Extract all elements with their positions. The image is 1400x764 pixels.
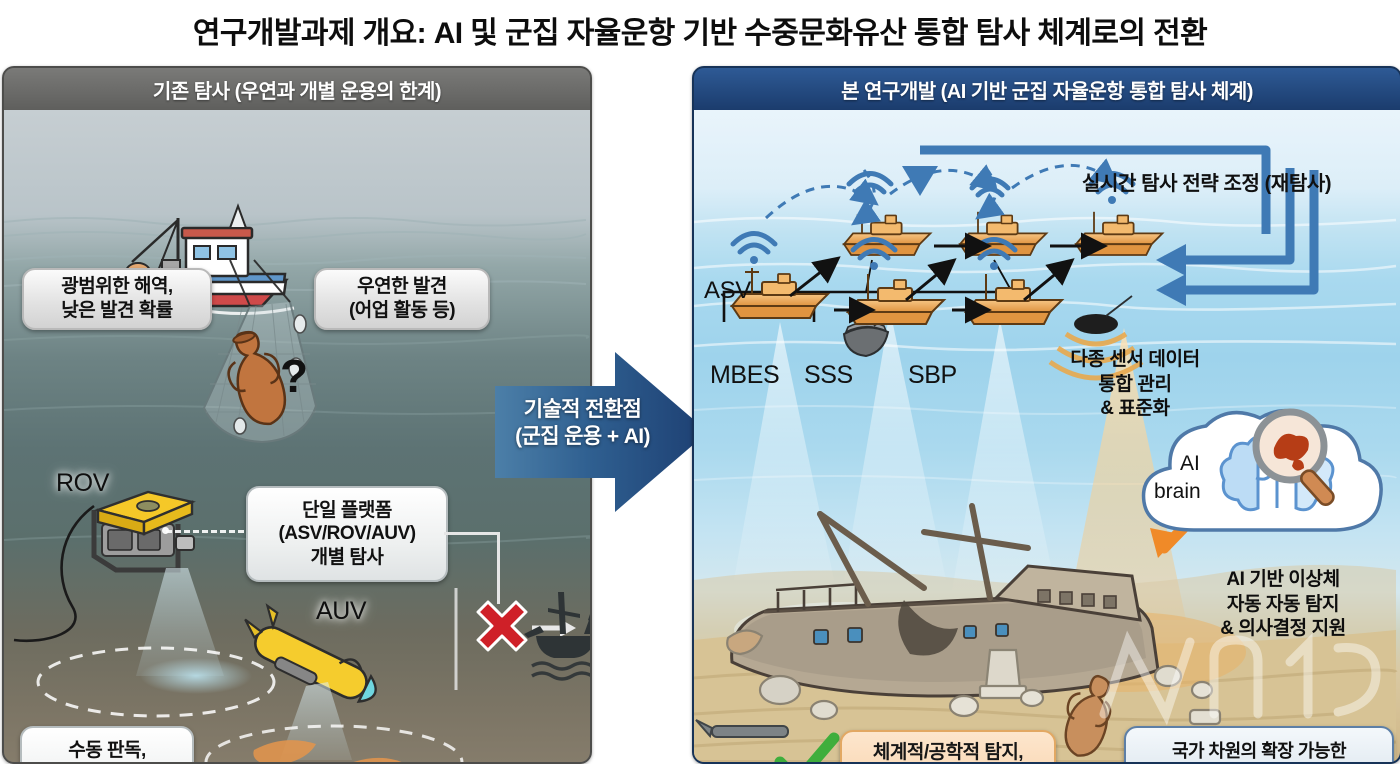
- wifi-signal-icon-group: [730, 171, 1136, 270]
- right-panel-header: 본 연구개발 (AI 기반 군집 자율운항 통합 탐사 체계): [694, 68, 1400, 110]
- left-panel-existing-survey: 기존 탐사 (우연과 개별 운용의 한계): [2, 66, 592, 764]
- transition-arrow-svg: [495, 352, 708, 512]
- label-sensor-sbp: SBP: [908, 361, 957, 389]
- transition-arrow-group: 기술적 전환점 (군집 운용 + AI): [495, 352, 710, 512]
- ai-brain-label-line2: brain: [1154, 480, 1201, 503]
- orange-arrowhead-down: [1150, 528, 1180, 558]
- sonar-blobs: [253, 740, 402, 762]
- callout-systematic-detection: 체계적/공학적 탐지, 발견 확률 극대화: [840, 730, 1056, 762]
- amphora-icon: [227, 330, 287, 426]
- shipwreck-silhouette-icon: [524, 592, 590, 681]
- leader-rov-to-callout: [166, 530, 244, 533]
- asv-vessel-icon: [729, 268, 831, 319]
- asv-path-arrows: [789, 232, 1108, 324]
- feedback-arrowhead-left-1: [1156, 244, 1186, 276]
- callout-single-platform: 단일 플랫폼 (ASV/ROV/AUV) 개별 탐사: [246, 486, 448, 582]
- left-panel-header: 기존 탐사 (우연과 개별 운용의 한계): [4, 68, 590, 110]
- green-check-icon: [774, 732, 840, 762]
- rov-light-pool: [140, 658, 252, 694]
- seabed-artifacts: [695, 629, 1222, 757]
- auv-vehicle-icon: [244, 603, 377, 704]
- left-panel-body: ?: [4, 110, 590, 762]
- question-mark-label: ?: [280, 350, 308, 402]
- label-realtime-strategy: 실시간 탐사 전략 조정 (재탐사): [1082, 173, 1332, 195]
- callout-accidental-discovery: 우연한 발견 (어업 활동 등): [314, 268, 490, 330]
- magnifier-icon: [1252, 408, 1335, 506]
- left-scene-svg: ?: [4, 203, 590, 762]
- label-sensor-sss: SSS: [804, 361, 853, 389]
- leader-platform-vertical: [497, 532, 500, 604]
- label-rov: ROV: [56, 469, 109, 497]
- callout-national-standard: 국가 차원의 확장 가능한 표준화된 탐사 기반 정립: [1124, 726, 1394, 762]
- right-scene-svg: [694, 145, 1398, 760]
- callout-wide-area: 광범위한 해역, 낮은 발견 확률: [22, 268, 212, 330]
- right-panel-rnd-system: 본 연구개발 (AI 기반 군집 자율운항 통합 탐사 체계): [692, 66, 1400, 764]
- transition-label: 기술적 전환점 (군집 운용 + AI): [515, 398, 650, 449]
- comm-arcs: [764, 158, 1119, 226]
- label-ai-detection: AI 기반 이상체 자동 자동 탐지 & 의사결정 지원: [1220, 569, 1346, 640]
- leader-dot-rov: [162, 527, 169, 534]
- water-ripples: [4, 217, 587, 291]
- ai-cloud-group: AI brain: [1141, 408, 1383, 532]
- label-sensor-mbes: MBES: [710, 361, 780, 389]
- ai-brain-label-line1: AI: [1180, 452, 1200, 475]
- rov-search-area: [36, 646, 276, 718]
- feedback-arrowhead-down: [902, 166, 938, 196]
- shipwreck-icon: [730, 503, 1160, 698]
- label-asv: ASV: [704, 277, 751, 304]
- callout-manual-analysis: 수동 판독, 시간/인력 소모, 주관적: [20, 726, 194, 762]
- page-title: 연구개발과제 개요: AI 및 군집 자율운항 기반 수중문화유산 통합 탐사 …: [192, 17, 1208, 50]
- rov-vehicle-icon: [13, 490, 224, 676]
- label-multi-sensor-data: 다종 센서 데이터 통합 관리 & 표준화: [1070, 349, 1200, 420]
- feedback-loop-arrow: [920, 145, 1319, 295]
- auv-search-area: [204, 724, 464, 762]
- feedback-arrowhead-left-2: [1156, 274, 1186, 306]
- right-panel-body: AI brain ASV 실시간 탐사 전략 조정 (재탐사) MBES SSS…: [694, 110, 1400, 762]
- red-x-icon: [476, 600, 528, 652]
- label-auv: AUV: [316, 597, 367, 625]
- sbp-transducer-icon: [1048, 295, 1144, 381]
- leader-platform-horizontal: [444, 532, 500, 535]
